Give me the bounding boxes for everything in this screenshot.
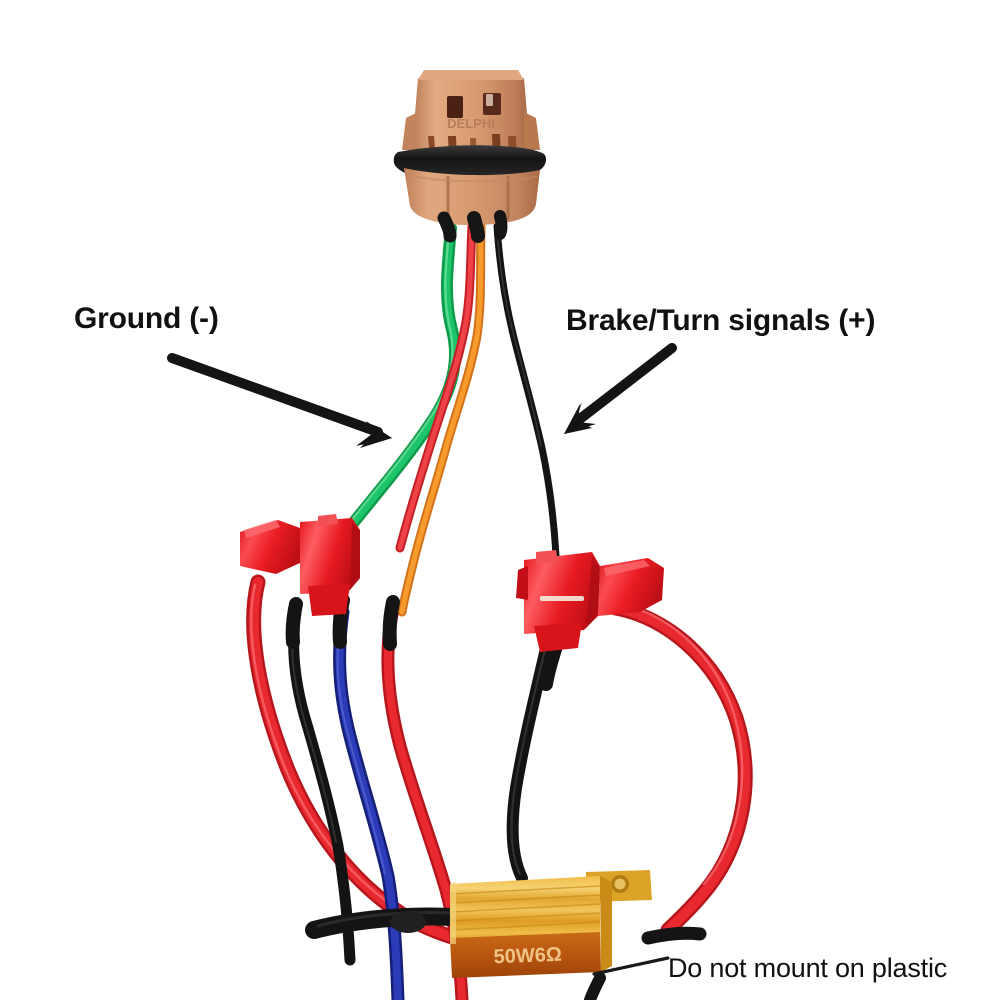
label-ground: Ground (-) [74, 302, 219, 335]
wire-black-connector [493, 222, 560, 560]
wire-orange-signal [397, 221, 486, 617]
wire-red-resistor-left [246, 574, 478, 950]
connector-embossed-text: DELPHI [447, 116, 495, 131]
wire-black-harness [288, 606, 356, 966]
label-brake-turn-signals: Brake/Turn signals (+) [566, 304, 876, 337]
wire-black-resistor-bottom [584, 972, 606, 1000]
bulb-socket-connector: DELPHI [393, 70, 547, 243]
arrow-brake [564, 343, 677, 434]
quick-splice-connector-right [516, 550, 664, 652]
wire-red-signal [395, 221, 477, 553]
wire-boot-right [641, 926, 707, 945]
load-resistor: 50W6Ω [450, 870, 652, 978]
wire-blue-harness [333, 605, 405, 1000]
wire-black-resistor [506, 634, 554, 884]
arrow-ground [167, 353, 392, 448]
resistor-value-label: 50W6Ω [493, 944, 562, 969]
wire-red-resistor-right [608, 600, 753, 938]
quick-splice-connector-left [240, 514, 360, 616]
leader-line-plastic [592, 956, 670, 976]
label-do-not-mount-on-plastic: Do not mount on plastic [668, 953, 948, 983]
